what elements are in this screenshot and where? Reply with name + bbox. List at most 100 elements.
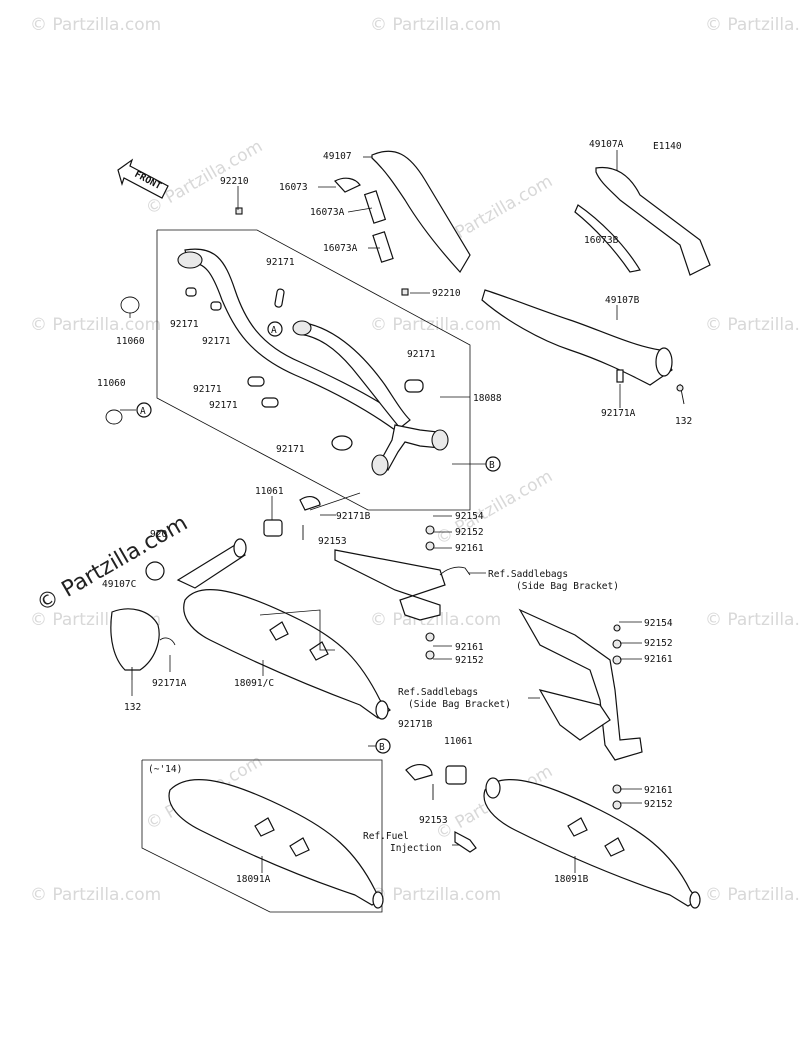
part-label: 92152 [455, 527, 484, 538]
part-label: 16073B [584, 235, 619, 246]
part-label: 92171 [276, 444, 305, 455]
part-label: 92161 [644, 654, 673, 665]
nut-92210-mid [401, 288, 409, 296]
header-group-frame [156, 229, 471, 511]
part-label: Ref.Saddlebags [398, 687, 478, 698]
watermark: © Partzilla.com [433, 466, 557, 549]
part-label: 16073A [323, 243, 358, 254]
part-label: 18091B [554, 874, 589, 885]
part-label: 92210 [432, 288, 461, 299]
muffler-18091C [176, 538, 391, 720]
part-label: 11060 [116, 336, 145, 347]
heat-cover-49107 [334, 150, 471, 274]
marker-label: B [489, 460, 495, 471]
part-label: 132 [675, 416, 692, 427]
part-label: (Side Bag Bracket) [408, 699, 511, 710]
part-label: 92171 [407, 349, 436, 360]
watermark: © Partzilla.com [705, 885, 800, 905]
part-label: 92153 [318, 536, 347, 547]
heat-cover-49107A [574, 166, 711, 276]
watermark: © Partzilla.com [370, 610, 501, 630]
part-label: 92210 [220, 176, 249, 187]
part-label: 92171B [398, 719, 433, 730]
gasket-11061-bot [445, 765, 467, 785]
gasket-11061-top [263, 519, 283, 537]
heat-cover-49107C [110, 608, 176, 680]
watermark: © Partzilla.com [705, 610, 800, 630]
marker-label: B [379, 742, 385, 753]
part-label: 16073A [310, 207, 345, 218]
part-label: Ref.Fuel [363, 831, 409, 842]
part-label: Ref.Saddlebags [488, 569, 568, 580]
part-label: 92171 [193, 384, 222, 395]
part-labels: 92210 49107 16073 16073A 16073A 49107A 1… [97, 139, 692, 885]
part-label: 18088 [473, 393, 502, 404]
heat-cover-49107B [481, 289, 685, 405]
clamp-92171B-top [299, 496, 321, 511]
muffler-18091B [483, 777, 701, 909]
leader-lines [120, 150, 642, 873]
part-label: 16073 [279, 182, 308, 193]
part-label: 920 [150, 529, 167, 540]
watermark: © Partzilla.com [370, 885, 501, 905]
clamp-92171B-bot [405, 763, 433, 781]
watermark: © Partzilla.com [30, 315, 161, 335]
muffler-18091A [168, 779, 384, 909]
part-label: 18091A [236, 874, 271, 885]
marker-label: A [140, 406, 146, 417]
lower-group-frame [141, 759, 383, 913]
part-label: 11060 [97, 378, 126, 389]
clamps-92171 [185, 287, 424, 451]
marker-label: A [271, 325, 277, 336]
diagram-code: E1140 [653, 141, 682, 152]
exhaust-header-pipe [177, 248, 449, 476]
part-label: 92171A [152, 678, 187, 689]
part-label: 11061 [444, 736, 473, 747]
part-label: 18091/C [234, 678, 274, 689]
watermark: © Partzilla.com [30, 15, 161, 35]
part-label: Injection [390, 843, 441, 854]
front-arrow-icon: FRONT [117, 158, 169, 199]
part-label: 92171B [336, 511, 371, 522]
part-label: 92171 [209, 400, 238, 411]
gasket-11060-left [105, 409, 123, 425]
watermark: © Partzilla.com [370, 15, 501, 35]
part-label: 92171 [266, 257, 295, 268]
marker-A-top: A [267, 321, 283, 337]
part-label: 92171 [170, 319, 199, 330]
marker-B-right: B [485, 456, 501, 472]
marker-A-left: A [136, 402, 152, 418]
part-label: 92152 [644, 799, 673, 810]
cap-part [145, 561, 165, 581]
part-label: 92154 [644, 618, 673, 629]
watermark: © Partzilla.com [705, 15, 800, 35]
part-label: 92161 [455, 543, 484, 554]
part-label: 92154 [455, 511, 484, 522]
marker-B-lower: B [375, 738, 391, 754]
part-label: 92161 [644, 785, 673, 796]
part-label: (Side Bag Bracket) [516, 581, 619, 592]
part-label: 49107B [605, 295, 640, 306]
part-label: 11061 [255, 486, 284, 497]
part-label: 92152 [455, 655, 484, 666]
part-label: 92171 [202, 336, 231, 347]
part-label: 92153 [419, 815, 448, 826]
watermark: © Partzilla.com [30, 885, 161, 905]
part-label: 49107 [323, 151, 352, 162]
part-label: 49107C [102, 579, 136, 590]
part-label: 49107A [589, 139, 624, 150]
fuel-injection-sensor [454, 831, 477, 853]
muffler-bracket-center [334, 525, 471, 660]
part-label: (~'14) [148, 764, 182, 775]
part-label: 92171A [601, 408, 636, 419]
muffler-bracket-right [518, 608, 643, 810]
nut-92210-top [235, 207, 243, 215]
part-label: 92161 [455, 642, 484, 653]
watermark: © Partzilla.com [705, 315, 800, 335]
watermark: © Partzilla.com [370, 315, 501, 335]
part-label: 92152 [644, 638, 673, 649]
gasket-11060-top [120, 296, 140, 314]
part-label: 132 [124, 702, 141, 713]
